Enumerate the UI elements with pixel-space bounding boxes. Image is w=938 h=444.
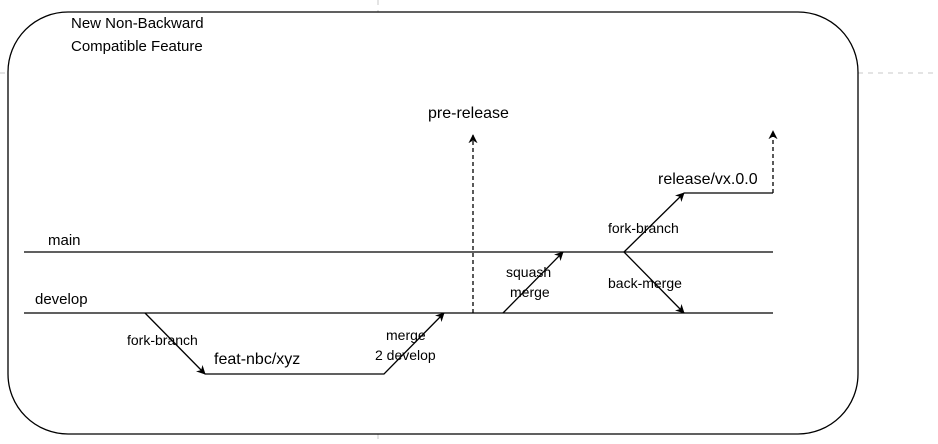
squash-merge-label-line1: squash	[506, 264, 551, 280]
back-merge-edge	[623, 251, 685, 314]
container-title-line1: New Non-Backward	[71, 15, 204, 32]
feature-branch-line	[205, 312, 445, 375]
fork-branch-release-edge	[623, 192, 685, 253]
squash-merge-edge	[502, 251, 564, 314]
container-title-line2: Compatible Feature	[71, 38, 203, 55]
fork-branch-release-label: fork-branch	[608, 220, 679, 236]
fork-branch-feature-edge	[144, 312, 206, 375]
release-branch-label: release/vx.0.0	[658, 171, 758, 188]
feature-branch-label: feat-nbc/xyz	[214, 351, 300, 368]
feature-container	[7, 11, 859, 435]
pre-release-label: pre-release	[428, 105, 509, 122]
develop-branch-label: develop	[35, 291, 88, 308]
fork-branch-feature-label: fork-branch	[127, 332, 198, 348]
squash-merge-label-line2: merge	[510, 284, 550, 300]
main-branch-label: main	[48, 232, 81, 249]
merge-to-develop-label-line1: merge	[386, 327, 426, 343]
merge-to-develop-label-line2: 2 develop	[375, 347, 436, 363]
back-merge-label: back-merge	[608, 275, 682, 291]
